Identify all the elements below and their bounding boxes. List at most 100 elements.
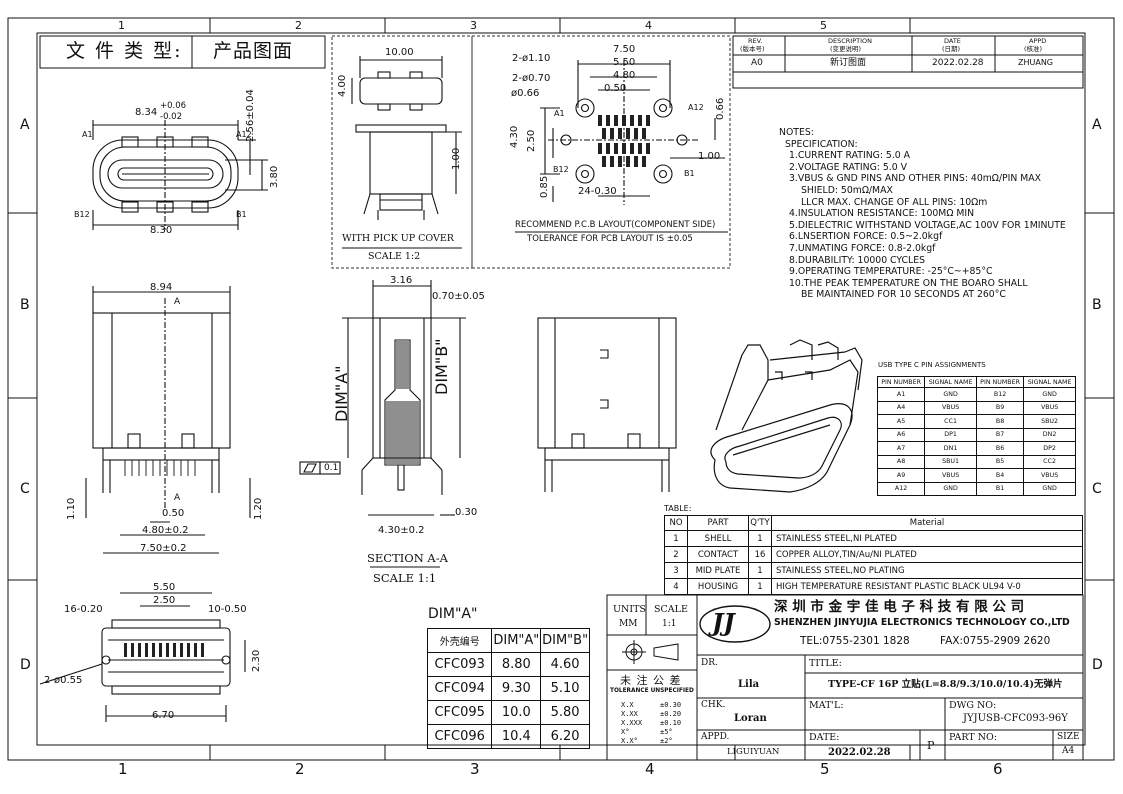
note-line: 5.DIELECTRIC WITHSTAND VOLTAGE,AC 100V F…: [789, 219, 1066, 231]
notes-block: NOTES: SPECIFICATION: 1.CURRENT RATING: …: [779, 127, 1066, 301]
dr-value: Lila: [738, 679, 760, 690]
pcb-w3: 4.80: [613, 70, 636, 81]
side-dim-width: 8.94: [150, 282, 173, 293]
col-marker-2: 2: [295, 19, 302, 32]
pin-cell: A5: [876, 414, 926, 429]
section-dim-b: DIM"B": [432, 338, 451, 395]
pcb-tolerance: TOLERANCE FOR PCB LAYOUT IS ±0.05: [527, 234, 693, 244]
section-scale: SCALE 1:1: [373, 571, 437, 585]
appd-header: APPD: [1029, 37, 1047, 45]
front-pin-b12: B12: [74, 210, 90, 219]
side-dim-w2: 7.50±0.2: [140, 543, 187, 554]
company-fax: FAX:0755-2909 2620: [940, 635, 1051, 647]
material-cell: 1: [664, 530, 688, 547]
note-line: SPECIFICATION:: [785, 138, 858, 150]
rev-header-cn: (版本号): [740, 45, 765, 53]
material-cell: CONTACT: [687, 546, 749, 563]
pin-cell: DP1: [924, 427, 977, 442]
company-logo-text: JJ: [712, 608, 735, 637]
col-marker-3: 3: [470, 19, 477, 32]
dim-cell: 6.20: [540, 724, 590, 749]
material-cell: SHELL: [687, 530, 749, 547]
company-name-en: SHENZHEN JINYUJIA ELECTRONICS TECHNOLOGY…: [774, 617, 1070, 628]
dim-cell: 9.30: [491, 676, 542, 701]
size-label: SIZE: [1057, 732, 1080, 742]
projection-symbol: [622, 640, 679, 664]
section-view: [299, 280, 466, 516]
front-pin-b1: B1: [236, 210, 247, 219]
tolerance-cn: 未 注 公 差: [620, 674, 682, 687]
section-dim-top2: 0.70±0.05: [432, 291, 485, 302]
dim-table-title: DIM"A": [428, 606, 478, 622]
side-left-contacts: [124, 460, 196, 476]
material-header: Material: [771, 515, 1083, 531]
col-marker-5: 5: [820, 19, 827, 32]
pickup-view: [351, 56, 462, 220]
pickup-dim-side: 1.00: [451, 147, 462, 170]
note-line: 4.INSULATION RESISTANCE: 100MΩ MIN: [789, 208, 975, 220]
material-header: NO: [664, 515, 688, 531]
pin-cell: B12: [975, 387, 1025, 402]
section-flat-value: 0.1: [324, 463, 339, 473]
pcb-layout-view: [540, 60, 725, 205]
pin-cell: B5: [975, 454, 1025, 469]
section-dim-a: DIM"A": [332, 365, 351, 422]
pcb-pads: [598, 115, 650, 167]
dim-cell: 5.10: [540, 676, 590, 701]
pickup-dim-width: 10.00: [385, 47, 414, 58]
side-dim-w1: 4.80±0.2: [142, 525, 189, 536]
col-marker-1: 1: [118, 19, 125, 32]
pin-cell: SBU1: [924, 454, 977, 469]
bottom-view: [39, 592, 246, 722]
side-dim-p: 0.50: [162, 508, 185, 519]
material-cell: STAINLESS STEEL,NO PLATING: [771, 562, 1083, 579]
dim-cell: CFC095: [426, 700, 493, 725]
row-marker-a: A: [20, 117, 30, 133]
note-line: BE MAINTAINED FOR 10 SECONDS AT 260°C: [801, 289, 1006, 301]
bottom-dim-w1: 5.50: [153, 582, 176, 593]
dim-cell: CFC094: [426, 676, 493, 701]
pin-cell: A9: [876, 468, 926, 483]
chk-label: CHK.: [701, 700, 726, 710]
bottom-dim-w2: 2.50: [153, 595, 176, 606]
date-label: DATE:: [809, 732, 840, 743]
side-left-view: [85, 286, 251, 554]
pin-cell: GND: [1023, 387, 1076, 402]
pin-cell: SBU2: [1023, 414, 1076, 429]
col-marker-4: 4: [645, 19, 652, 32]
pickup-scale: SCALE 1:2: [368, 251, 421, 262]
side-sec-a-top: A: [174, 297, 181, 307]
material-cell: 2: [664, 546, 688, 563]
company-logo-ring: [699, 605, 771, 643]
revision-table: [732, 35, 1084, 89]
pin-cell: A6: [876, 427, 926, 442]
dim-cell: 10.4: [491, 724, 542, 749]
pin-cell: VBUS: [924, 400, 977, 415]
material-cell: 4: [664, 578, 688, 595]
row-marker-c-right: C: [1092, 481, 1102, 497]
dim-table-header: DIM"B": [540, 628, 590, 653]
pcb-w1: 7.50: [613, 44, 636, 55]
dim-table-header: 外壳编号: [426, 628, 493, 653]
col-marker-1-bottom: 1: [118, 760, 128, 778]
material-cell: 3: [664, 562, 688, 579]
dim-cell: 4.60: [540, 652, 590, 677]
row-marker-d-right: D: [1092, 657, 1103, 673]
material-cell: STAINLESS STEEL,NI PLATED: [771, 530, 1083, 547]
pin-table-title: USB TYPE C PIN ASSIGNMENTS: [878, 361, 986, 369]
row-marker-a-right: A: [1092, 117, 1102, 133]
pcb-r2: 1.00: [698, 151, 721, 162]
material-cell: COPPER ALLOY,TIN/Au/NI PLATED: [771, 546, 1083, 563]
section-label: SECTION A-A: [367, 551, 448, 565]
note-line: 9.OPERATING TEMPERATURE: -25°C~+85°C: [789, 266, 993, 278]
side-dim-h2: 1.20: [253, 497, 264, 520]
material-cell: HIGH TEMPERATURE RESISTANT PLASTIC BLACK…: [771, 578, 1083, 595]
note-line: NOTES:: [779, 127, 814, 138]
p-label: P: [927, 739, 935, 752]
dwg-label: DWG NO:: [949, 700, 997, 711]
pin-cell: A1: [876, 387, 926, 402]
rev-header: REV.: [748, 37, 763, 45]
pcb-h1: 4.30: [509, 125, 520, 148]
